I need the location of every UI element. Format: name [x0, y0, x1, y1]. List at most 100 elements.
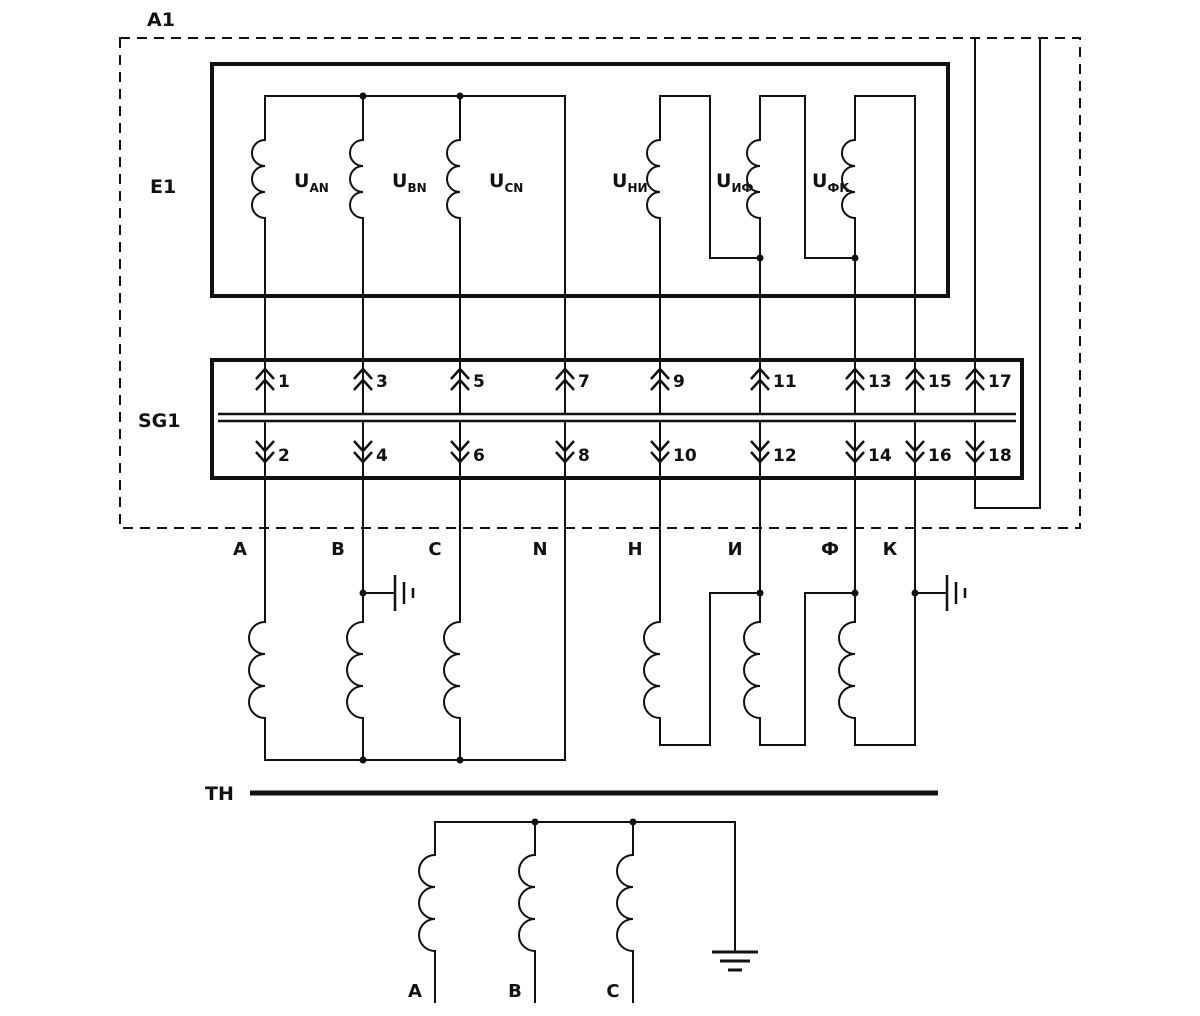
primary-neutral-rail — [434, 821, 736, 953]
terminal-number: 6 — [473, 446, 485, 466]
coil-ucn — [446, 138, 462, 220]
junction-dot — [629, 818, 637, 826]
module-a1: A1 E1 — [119, 9, 1081, 761]
sg1-contact-bar — [218, 412, 1016, 423]
primary-phase-label-a: A — [408, 981, 422, 1002]
coil-ufk — [841, 138, 857, 220]
contact-arrow-up-icon — [845, 367, 865, 380]
e1-box — [210, 62, 950, 298]
sg1-terminal-col-11-12: 11 12 — [750, 367, 797, 466]
junction-dot — [456, 92, 464, 100]
sg1-terminal-col-17-18: 17 18 — [965, 367, 1012, 466]
contact-arrow-up-icon — [353, 378, 373, 391]
sg1-box — [210, 358, 1024, 480]
ground-bars-icon — [945, 575, 967, 611]
primary-phase-label-b: B — [508, 981, 522, 1002]
contact-arrow-up-icon — [905, 378, 925, 391]
contact-arrow-up-icon — [255, 378, 275, 391]
module-a1-boundary — [119, 37, 1081, 529]
coil-uan — [251, 138, 267, 220]
e1-label: E1 — [150, 176, 176, 198]
test-block-sg1: SG1 1 2 3 4 5 — [138, 358, 1024, 480]
primary-coil-a — [418, 853, 437, 953]
phase-label-i-cyr: И — [727, 539, 742, 560]
winding-label-uni: UНИ — [612, 170, 648, 195]
phase-label-b: B — [331, 539, 345, 560]
e1-coils — [251, 138, 857, 220]
contact-arrow-up-icon — [450, 378, 470, 391]
contact-arrow-up-icon — [905, 367, 925, 380]
winding-label-ubn: UBN — [392, 170, 427, 195]
junction-dot — [531, 818, 539, 826]
phase-label-k-cyr: К — [883, 539, 898, 560]
winding-label-uan: UAN — [294, 170, 329, 195]
winding-label-ufk: UФК — [812, 170, 849, 195]
delta-link-fk-to-k — [854, 717, 916, 746]
junction-dot — [359, 92, 367, 100]
phase-label-n-cyr: Н — [627, 539, 642, 560]
winding-label-uif: UИФ — [716, 170, 753, 195]
winding-label-ucn: UCN — [489, 170, 523, 195]
ground-bars-icon — [393, 575, 415, 611]
star-neutral-rail — [264, 717, 566, 761]
transformer-th: ТН A B C — [205, 783, 938, 1003]
contact-arrow-up-icon — [450, 367, 470, 380]
junction-dot — [851, 254, 859, 262]
coil-ubn — [349, 138, 365, 220]
terminal-number: 7 — [578, 372, 590, 392]
contact-arrow-up-icon — [353, 367, 373, 380]
ground-symbol-k — [911, 575, 967, 611]
sg1-terminal-col-13-14: 13 14 — [845, 367, 892, 466]
th-label: ТН — [205, 783, 234, 805]
primary-coil-c — [616, 853, 635, 953]
primary-coil-b — [518, 853, 537, 953]
ground-symbol-b — [359, 575, 415, 611]
terminal-number: 10 — [673, 446, 697, 466]
contact-arrow-up-icon — [555, 367, 575, 380]
terminal-number: 15 — [928, 372, 952, 392]
terminal-number: 12 — [773, 446, 797, 466]
phase-labels: A B C N Н И Ф К — [233, 539, 898, 560]
terminal-number: 1 — [278, 372, 290, 392]
sg1-terminal-col-15-16: 15 16 — [905, 367, 952, 466]
secondary-coil-a — [248, 620, 267, 720]
secondary-coil-ni — [643, 620, 662, 720]
th-secondary-star — [248, 620, 566, 764]
terminal-number: 11 — [773, 372, 797, 392]
junction-dot — [851, 589, 859, 597]
sg1-terminal-col-5-6: 5 6 — [450, 367, 485, 466]
phase-label-c: C — [428, 539, 441, 560]
secondary-coil-c — [443, 620, 462, 720]
phase-label-n-latin: N — [532, 539, 547, 560]
earth-ground-primary — [712, 950, 758, 972]
junction-dot — [359, 756, 367, 764]
junction-dot — [456, 756, 464, 764]
th-secondary-open-delta — [643, 589, 916, 746]
terminal-number: 17 — [988, 372, 1012, 392]
terminal-number: 9 — [673, 372, 685, 392]
terminal-number: 14 — [868, 446, 892, 466]
wire-uni-top-link — [659, 95, 761, 259]
terminal-number: 13 — [868, 372, 892, 392]
sg1-terminal-col-1-2: 1 2 — [255, 367, 290, 466]
contact-arrow-up-icon — [750, 378, 770, 391]
delta-link-if-to-f — [759, 592, 856, 746]
secondary-coil-b — [346, 620, 365, 720]
phase-label-a: A — [233, 539, 247, 560]
module-a1-label: A1 — [147, 9, 175, 31]
sg1-terminal-col-7-8: 7 8 — [555, 367, 590, 466]
secondary-coil-fk — [838, 620, 857, 720]
sg1-label: SG1 — [138, 410, 181, 432]
terminal-number: 18 — [988, 446, 1012, 466]
contact-arrow-up-icon — [650, 378, 670, 391]
wire-ufk-top-link — [854, 95, 916, 415]
e1-winding-labels: UAN UBN UCN UНИ UИФ UФК — [294, 170, 849, 195]
secondary-coil-if — [743, 620, 762, 720]
primary-phase-label-c: C — [606, 981, 619, 1002]
sg1-outgoing-wiring — [264, 37, 1041, 761]
wire-uif-top-link — [759, 95, 856, 259]
contact-arrow-up-icon — [845, 378, 865, 391]
contact-arrow-up-icon — [965, 378, 985, 391]
